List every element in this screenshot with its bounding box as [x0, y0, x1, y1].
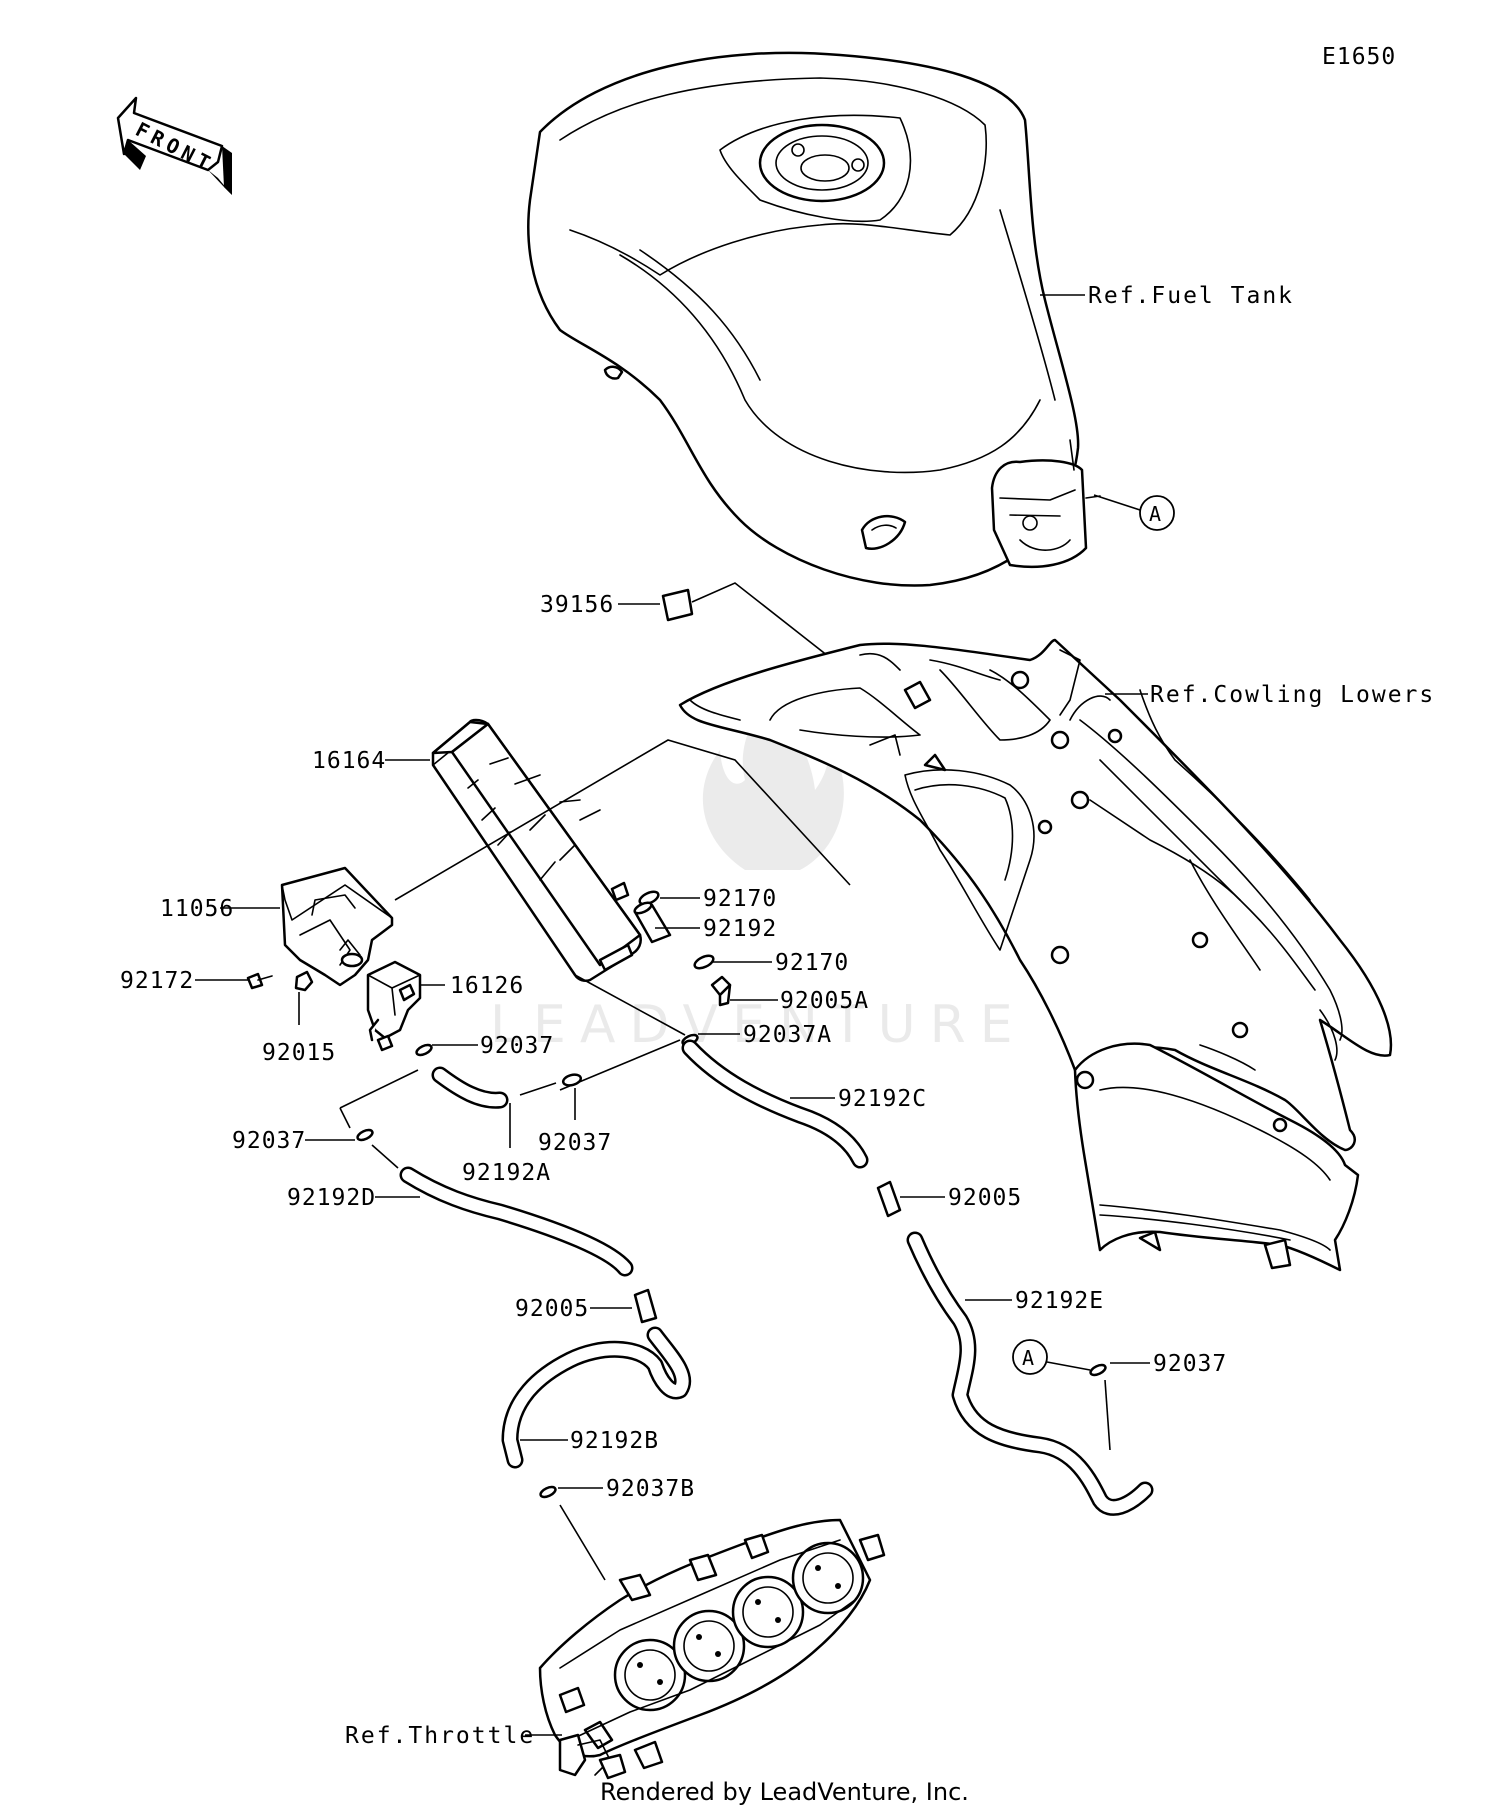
- bolt-92172: [246, 972, 273, 990]
- hose-92192B: [501, 1326, 692, 1469]
- canister-16164: [431, 718, 642, 983]
- fitting-92005-right: [876, 1180, 902, 1218]
- footer-credit: Rendered by LeadVenture, Inc.: [600, 1778, 969, 1806]
- hose-92192: [633, 901, 672, 944]
- hose-92192D: [399, 1166, 634, 1277]
- hose-92192E: [906, 1231, 1154, 1516]
- label-92192: 92192: [703, 916, 777, 942]
- marker-a-top-label: A: [1149, 502, 1161, 526]
- label-92170-upper: 92170: [703, 886, 777, 912]
- label-92192D: 92192D: [287, 1185, 376, 1211]
- label-92015: 92015: [262, 1040, 336, 1066]
- label-92037-bottom-right: 92037: [1153, 1351, 1227, 1377]
- label-92037A: 92037A: [743, 1022, 832, 1048]
- hose-92192C: [681, 1039, 869, 1169]
- clamp-92037-middle: [561, 1073, 583, 1087]
- label-92005A: 92005A: [780, 988, 869, 1014]
- label-92005-left: 92005: [515, 1296, 589, 1322]
- clamp-92037B: [539, 1485, 557, 1499]
- marker-a-bottom: [1012, 1339, 1048, 1375]
- clamp-92170-lower: [693, 954, 715, 970]
- label-92172: 92172: [120, 968, 194, 994]
- label-92192B: 92192B: [570, 1428, 659, 1454]
- marker-a-bottom-label: A: [1022, 1346, 1034, 1370]
- part-39156: [661, 588, 694, 622]
- clamp-92170-upper: [610, 881, 660, 906]
- ref-fuel-tank: Ref.Fuel Tank: [1088, 283, 1294, 309]
- front-arrow-icon: FRONT: [116, 96, 232, 195]
- clamp-92037-left: [356, 1128, 374, 1142]
- cowling-lower-panel: [1073, 1042, 1360, 1272]
- throttle-body: [538, 1518, 886, 1780]
- hose-92192A: [431, 1066, 509, 1109]
- label-16126: 16126: [450, 973, 524, 999]
- marker-a-top: [1139, 495, 1175, 531]
- label-92037-middle: 92037: [538, 1130, 612, 1156]
- label-16164: 16164: [312, 748, 386, 774]
- nut-92015: [294, 970, 314, 992]
- fuel-tank: [527, 51, 1101, 587]
- watermark-text: LEADVENTURE: [490, 995, 1027, 1055]
- label-92037B: 92037B: [606, 1476, 695, 1502]
- clamp-92037-upper-left: [415, 1043, 433, 1057]
- diagram-code: E1650: [1322, 44, 1396, 70]
- label-92005-right: 92005: [948, 1185, 1022, 1211]
- label-92192C: 92192C: [838, 1086, 927, 1112]
- label-92192A: 92192A: [462, 1160, 551, 1186]
- watermark-flame-icon: [702, 680, 844, 870]
- label-92037-upper-left: 92037: [480, 1033, 554, 1059]
- label-92192E: 92192E: [1015, 1288, 1104, 1314]
- label-11056: 11056: [160, 896, 234, 922]
- label-92170-lower: 92170: [775, 950, 849, 976]
- ref-throttle: Ref.Throttle: [345, 1723, 535, 1749]
- label-39156: 39156: [540, 592, 614, 618]
- bracket-11056: [280, 866, 394, 987]
- cowling-lowers: [678, 638, 1393, 1152]
- label-92037-left: 92037: [232, 1128, 306, 1154]
- valve-16126: [366, 960, 422, 1052]
- clamp-92037-bottom-right: [1089, 1363, 1107, 1377]
- fitting-92005-left: [633, 1288, 658, 1324]
- ref-cowling-lowers: Ref.Cowling Lowers: [1150, 682, 1435, 708]
- fitting-92005A: [710, 975, 732, 1007]
